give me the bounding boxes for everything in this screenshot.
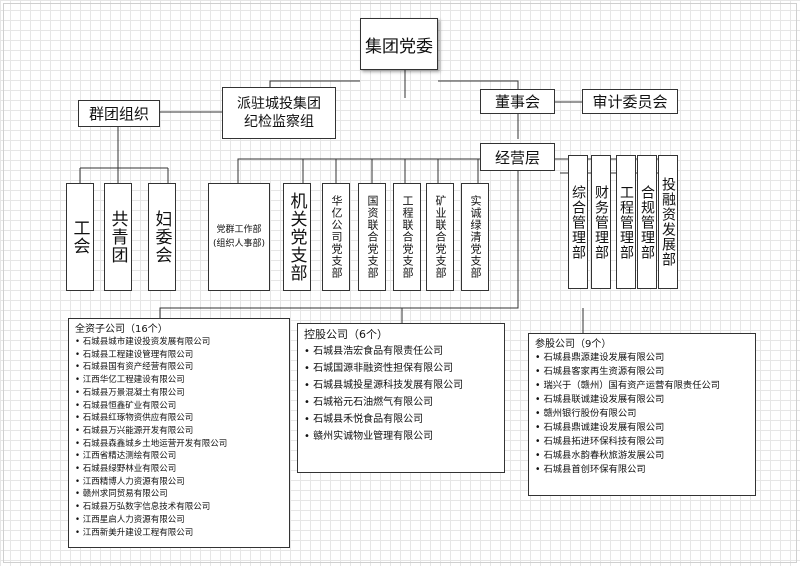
- women-committee-label: 妇委会: [151, 210, 172, 264]
- organ-branch-box[interactable]: 机关党支部: [283, 183, 311, 291]
- list-item: 石城国源非融资性担保有限公司: [304, 360, 498, 377]
- list-item: 石城县首创环保有限公司: [535, 463, 749, 477]
- engineering-dept-box[interactable]: 工程管理部: [616, 155, 636, 289]
- list-item: 石城县万弘数字信息技术有限公司: [75, 501, 283, 514]
- list-item: 石城县浩宏食品有限责任公司: [304, 343, 498, 360]
- finance-dept-box[interactable]: 财务管理部: [591, 155, 611, 289]
- chart-frame: [3, 3, 797, 563]
- shicheng-branch-box[interactable]: 实诚绿清党支部: [461, 183, 489, 291]
- group-org-label: 群团组织: [88, 105, 149, 123]
- org-personnel-label: (组织人事部): [212, 239, 266, 249]
- compliance-dept-box[interactable]: 合规管理部: [637, 155, 657, 289]
- list-item: 石城县联诚建设发展有限公司: [535, 393, 749, 407]
- list-item: 石城县红琢物资供应有限公司: [75, 412, 283, 425]
- connector-branches: [237, 158, 479, 183]
- party-work-dept-label: 党群工作部: [216, 225, 262, 235]
- list-item: 石城县万景混凝土有限公司: [75, 387, 283, 400]
- wholly-owned-title: 全资子公司（16个）: [75, 324, 168, 335]
- connector-top-left: [269, 80, 360, 87]
- list-item: 石城县鼎源建设发展有限公司: [535, 351, 749, 365]
- wholly-owned-panel[interactable]: 全资子公司（16个） 石城县城市建设投资发展有限公司 石城县工程建设管理有限公司…: [68, 318, 290, 548]
- list-item: 石城县城投星源科技发展有限公司: [304, 377, 498, 394]
- list-item: 江西华亿工程建设有限公司: [75, 374, 283, 387]
- guozi-branch-label: 国资联合党支部: [366, 195, 379, 279]
- equity-title: 参股公司（9个）: [535, 339, 612, 350]
- list-item: 江西省精达测绘有限公司: [75, 450, 283, 463]
- shicheng-branch-label: 实诚绿清党支部: [469, 195, 482, 279]
- list-item: 石城县鼎诚建设发展有限公司: [535, 421, 749, 435]
- list-item: 赣州实诚物业管理有限公司: [304, 428, 498, 445]
- management-label: 经营层: [494, 148, 540, 167]
- youth-league-box[interactable]: 共青团: [104, 183, 132, 291]
- equity-panel[interactable]: 参股公司（9个） 石城县鼎源建设发展有限公司 石城县客家再生资源有限公司 瑞兴于…: [528, 333, 756, 496]
- investment-dept-box[interactable]: 投融资发展部: [658, 155, 678, 289]
- inspection-group-label: 派驻城投集团纪检监察组: [237, 96, 321, 130]
- inspection-group-box[interactable]: 派驻城投集团纪检监察组: [222, 87, 336, 139]
- kuangye-branch-label: 矿业联合党支部: [434, 195, 447, 279]
- connector-top-board: [438, 80, 519, 89]
- huayi-branch-label: 华亿公司党支部: [330, 195, 343, 279]
- party-work-dept-box[interactable]: 党群工作部 (组织人事部): [208, 183, 270, 291]
- women-committee-box[interactable]: 妇委会: [148, 183, 176, 291]
- board-box[interactable]: 董事会: [480, 89, 555, 114]
- equity-list: 石城县鼎源建设发展有限公司 石城县客家再生资源有限公司 瑞兴于（赣州）国有资产运…: [535, 351, 749, 477]
- board-label: 董事会: [494, 93, 540, 111]
- list-item: 石城县森鑫城乡土地运营开发有限公司: [75, 438, 283, 451]
- dept-label: 合规管理部: [639, 184, 655, 260]
- list-item: 石城县工程建设管理有限公司: [75, 349, 283, 362]
- list-item: 石城县恒鑫矿业有限公司: [75, 400, 283, 413]
- holding-list: 石城县浩宏食品有限责任公司 石城国源非融资性担保有限公司 石城县城投星源科技发展…: [304, 343, 498, 445]
- list-item: 赣州银行股份有限公司: [535, 407, 749, 421]
- gongcheng-branch-label: 工程联合党支部: [401, 195, 414, 279]
- party-committee-box[interactable]: 集团党委: [360, 18, 438, 70]
- holding-panel[interactable]: 控股公司（6个） 石城县浩宏食品有限责任公司 石城国源非融资性担保有限公司 石城…: [297, 323, 505, 473]
- list-item: 石城县客家再生资源有限公司: [535, 365, 749, 379]
- list-item: 石城县国有资产经营有限公司: [75, 361, 283, 374]
- dept-label: 财务管理部: [593, 184, 609, 260]
- organ-branch-label: 机关党支部: [286, 192, 307, 282]
- party-committee-label: 集团党委: [365, 36, 433, 57]
- guozi-branch-box[interactable]: 国资联合党支部: [358, 183, 386, 291]
- list-item: 瑞兴于（赣州）国有资产运营有限责任公司: [535, 379, 749, 393]
- list-item: 石城县禾悦食品有限公司: [304, 411, 498, 428]
- gongcheng-branch-box[interactable]: 工程联合党支部: [393, 183, 421, 291]
- group-org-box[interactable]: 群团组织: [78, 100, 160, 127]
- dept-label: 投融资发展部: [660, 177, 676, 267]
- kuangye-branch-box[interactable]: 矿业联合党支部: [426, 183, 454, 291]
- audit-committee-box[interactable]: 审计委员会: [582, 89, 678, 114]
- list-item: 江西新美升建设工程有限公司: [75, 527, 283, 540]
- list-item: 江西星启人力资源有限公司: [75, 514, 283, 527]
- list-item: 石城县万兴能源开发有限公司: [75, 425, 283, 438]
- management-box[interactable]: 经营层: [480, 143, 555, 171]
- holding-title: 控股公司（6个）: [304, 328, 388, 341]
- dept-label: 综合管理部: [570, 184, 586, 260]
- union-box[interactable]: 工会: [66, 183, 94, 291]
- youth-league-label: 共青团: [107, 210, 128, 264]
- list-item: 石城县城市建设投资发展有限公司: [75, 336, 283, 349]
- connector-grouporg-children: [79, 127, 169, 183]
- list-item: 石城县拓进环保科技有限公司: [535, 435, 749, 449]
- list-item: 石城县绿野林业有限公司: [75, 463, 283, 476]
- wholly-owned-list: 石城县城市建设投资发展有限公司 石城县工程建设管理有限公司 石城县国有资产经营有…: [75, 336, 283, 539]
- list-item: 赣州求同贸易有限公司: [75, 488, 283, 501]
- dept-label: 工程管理部: [618, 184, 634, 260]
- list-item: 石城裕元石油燃气有限公司: [304, 394, 498, 411]
- general-mgmt-dept-box[interactable]: 综合管理部: [568, 155, 588, 289]
- union-label: 工会: [69, 219, 90, 255]
- list-item: 石城县水韵春秋旅游发展公司: [535, 449, 749, 463]
- huayi-branch-box[interactable]: 华亿公司党支部: [322, 183, 350, 291]
- list-item: 江西精博人力资源有限公司: [75, 476, 283, 489]
- connector-companies: [159, 171, 584, 333]
- audit-committee-label: 审计委员会: [592, 93, 668, 111]
